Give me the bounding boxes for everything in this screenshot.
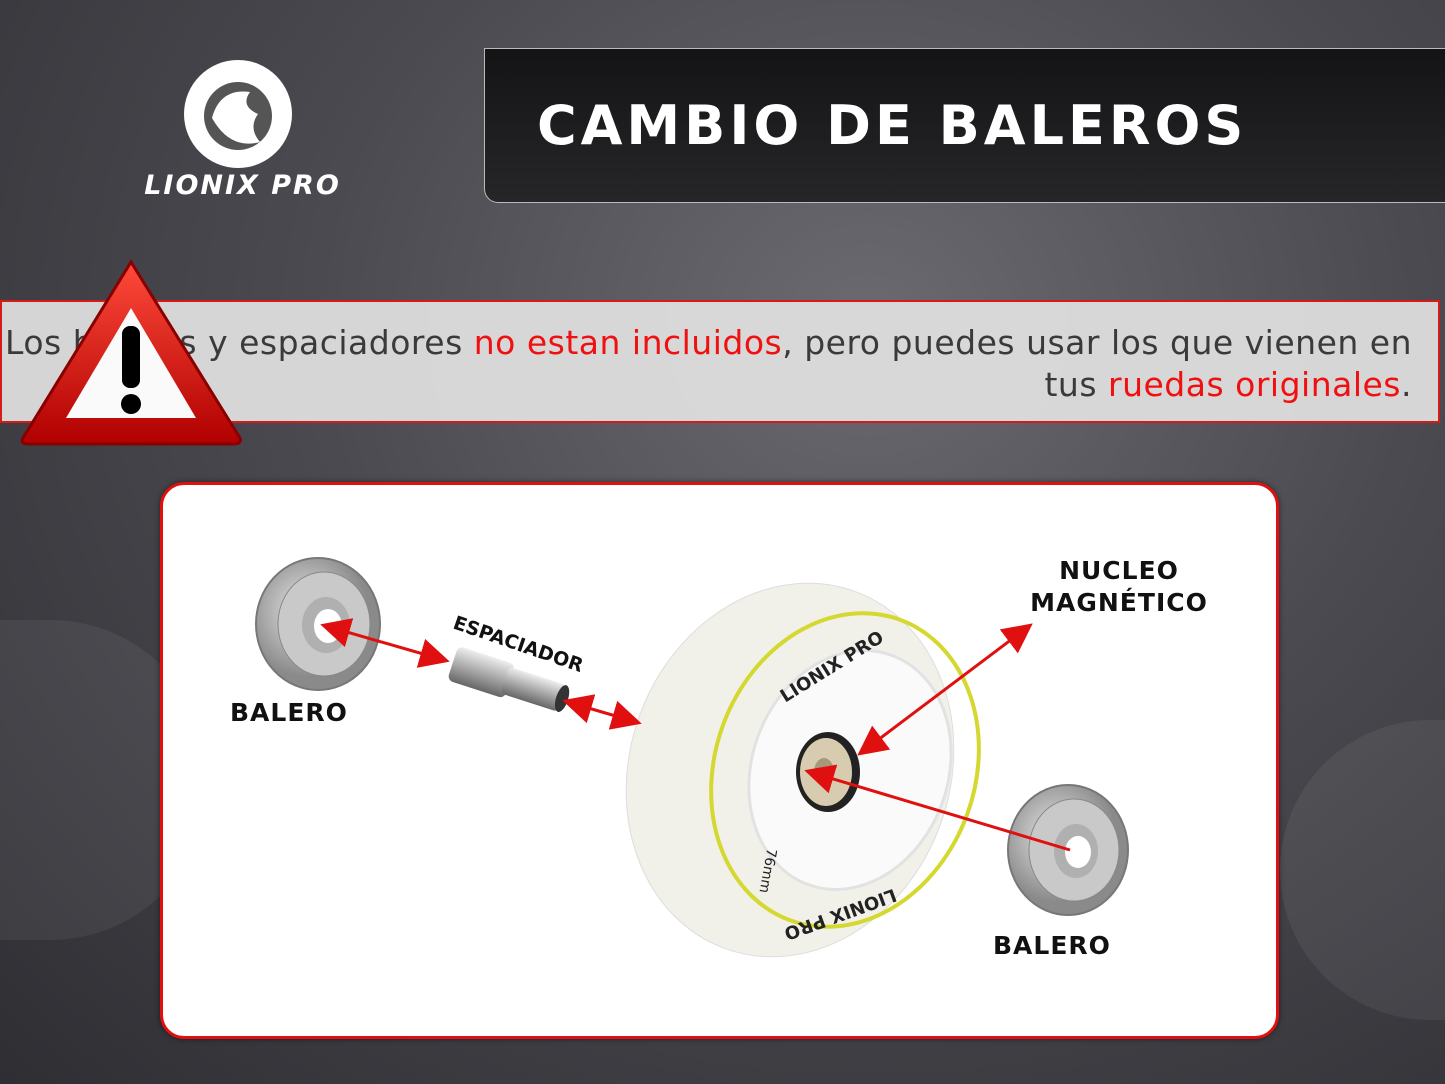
arrow-spacer-to-wheel xyxy=(562,694,642,730)
label-core-line1: NUCLEO xyxy=(1059,556,1179,585)
lionix-pro-logo: LIONIX PRO xyxy=(120,58,365,208)
highlight-original-wheels: ruedas originales xyxy=(1108,365,1401,404)
arrow-core xyxy=(857,623,1033,756)
label-core-line2: MAGNÉTICO xyxy=(1030,588,1208,617)
page-title: CAMBIO DE BALEROS xyxy=(537,94,1248,157)
wheel-image: LIONIX PRO LIONIX PRO 76mm xyxy=(625,582,981,958)
logo-text: LIONIX PRO xyxy=(144,170,341,201)
wheel-size: 76mm xyxy=(756,847,780,894)
label-bearing-right: BALERO xyxy=(993,931,1111,960)
lion-emblem-icon xyxy=(184,60,292,168)
label-bearing-left: BALERO xyxy=(230,698,348,727)
highlight-not-included: no estan incluidos xyxy=(473,323,783,362)
arrow-bearing-to-wheel xyxy=(804,764,1071,852)
warning-text: Los baleros y espaciadores no estan incl… xyxy=(5,323,1412,404)
bearing-left-image xyxy=(255,557,381,691)
spacer-image xyxy=(448,647,570,712)
warning-banner: Los baleros y espaciadores no estan incl… xyxy=(0,300,1440,423)
arrow-bearing-to-spacer xyxy=(320,618,450,668)
title-box: CAMBIO DE BALEROS xyxy=(484,48,1445,203)
warning-triangle-icon xyxy=(20,259,242,446)
